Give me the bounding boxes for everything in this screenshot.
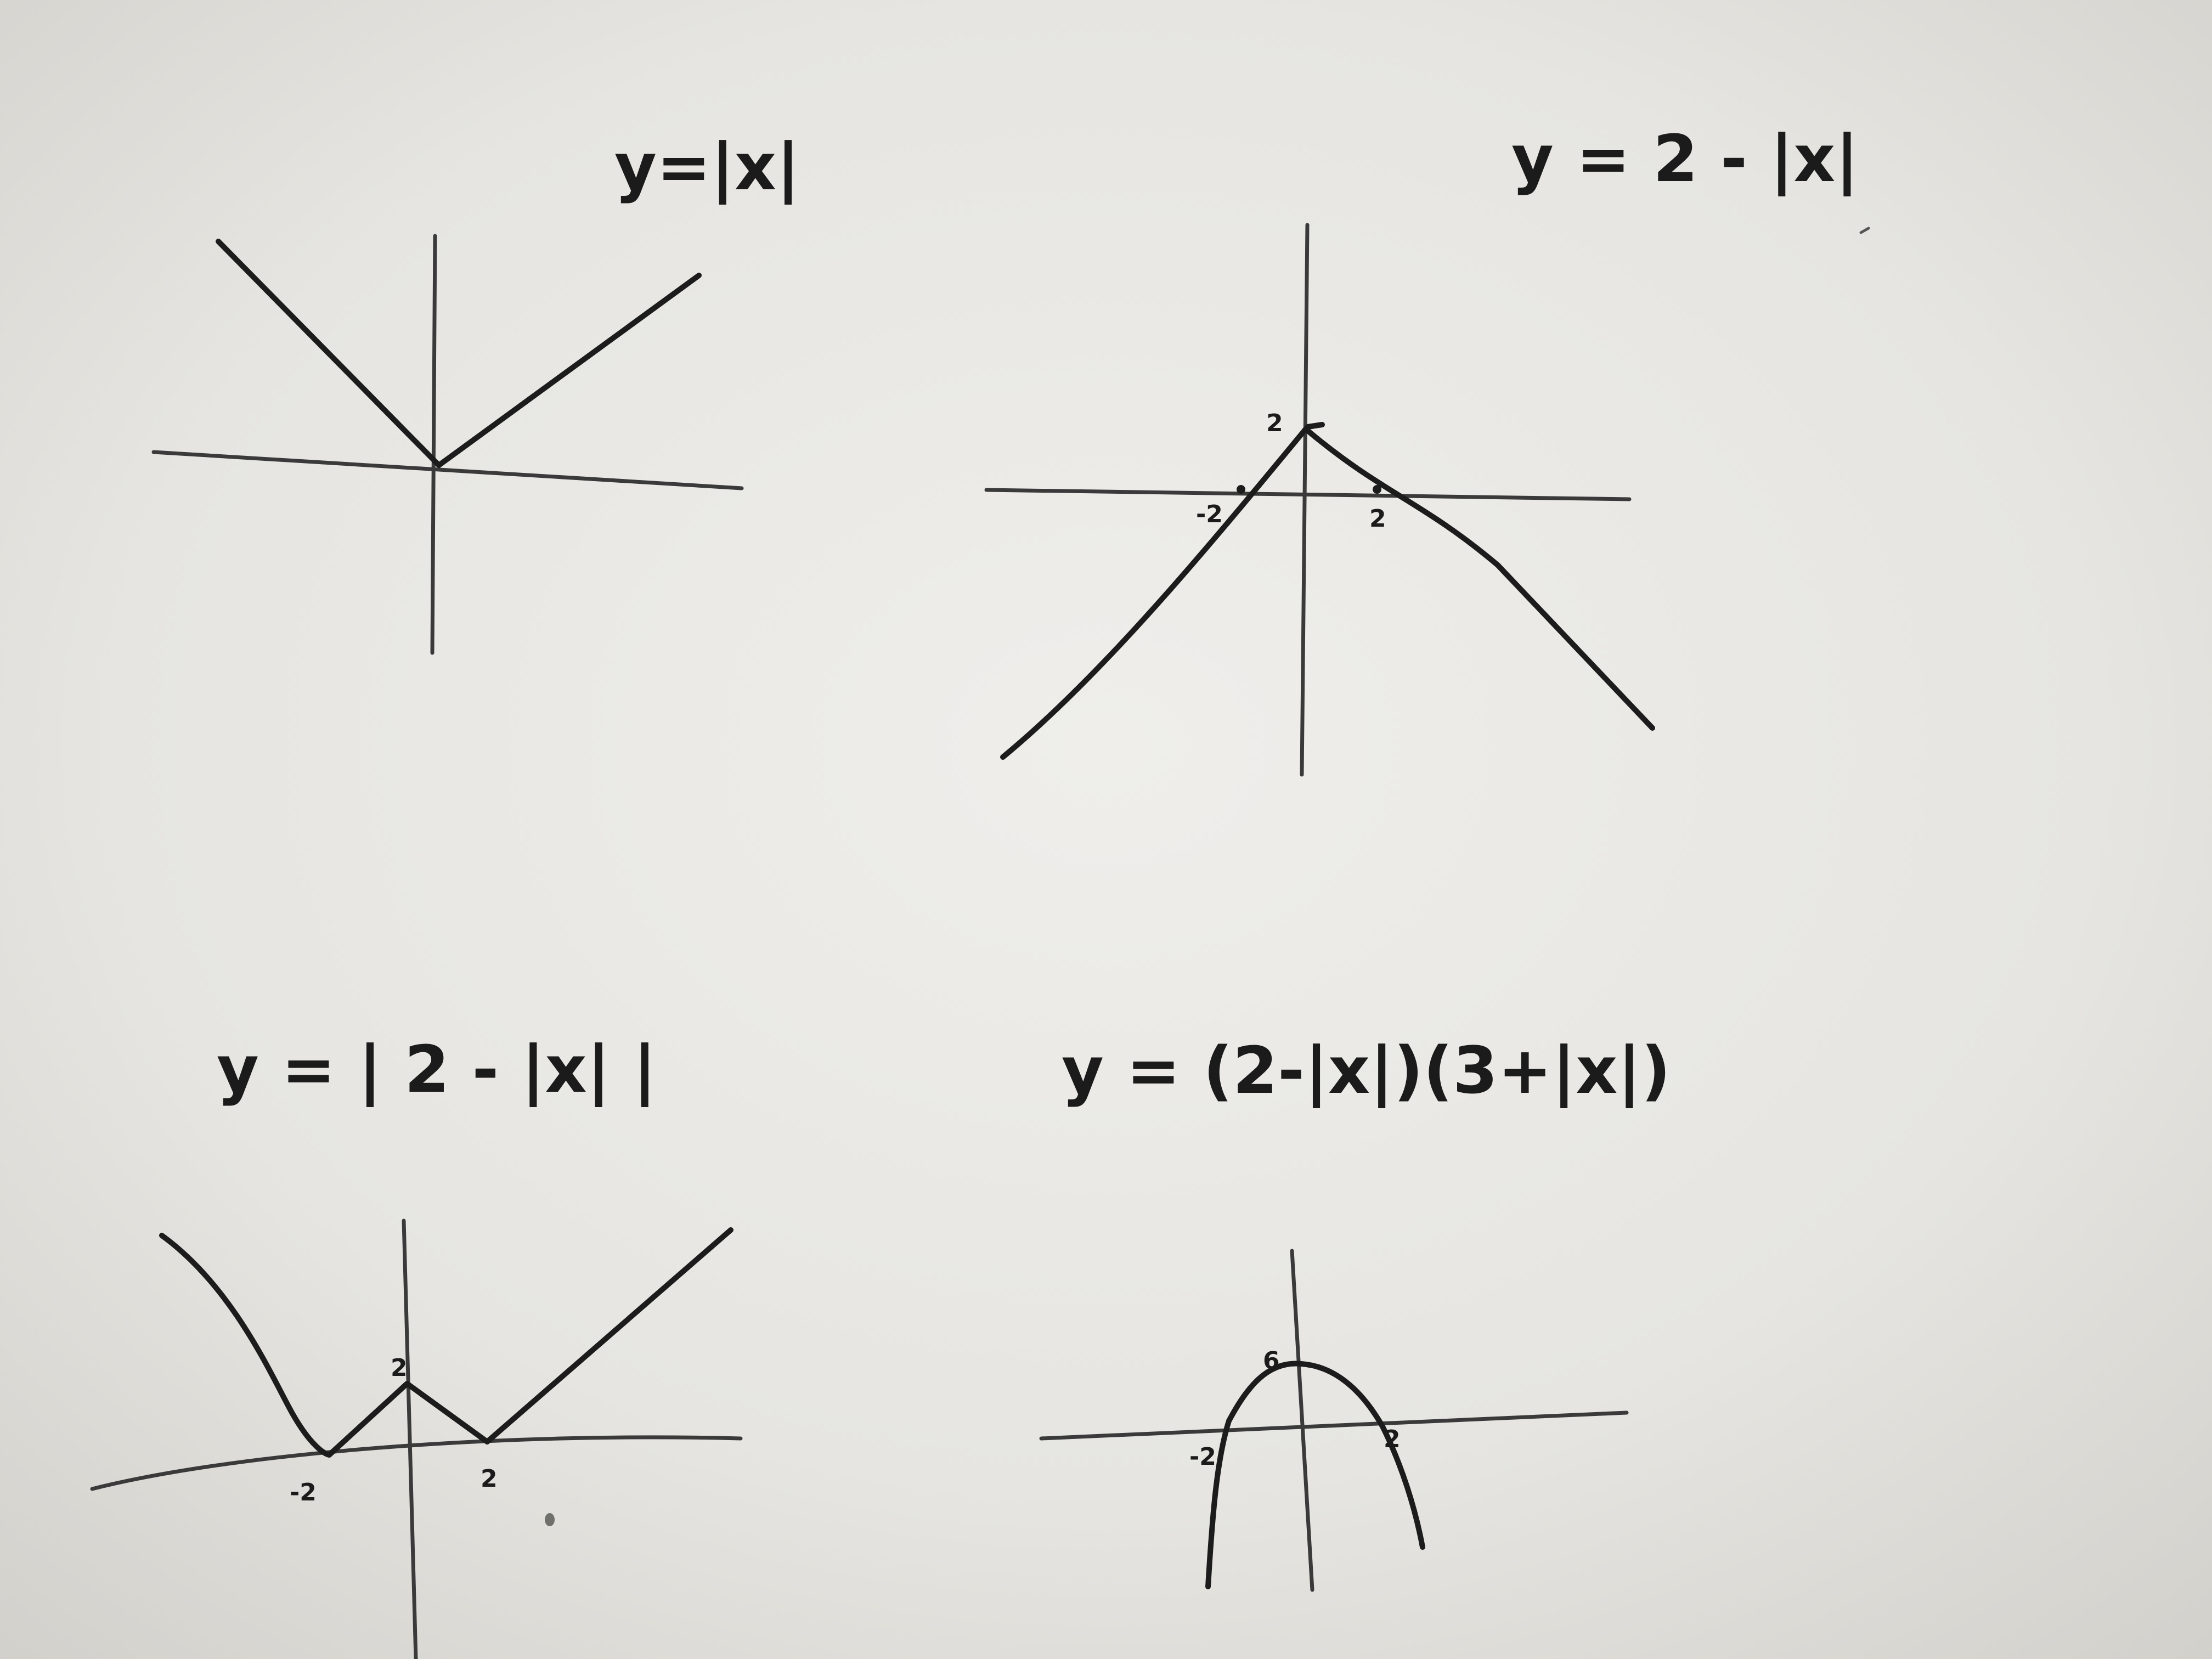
y-axis-1 bbox=[430, 234, 437, 655]
graph-2-minus-abs-x: y = 2 - |x| 2 -2 2 bbox=[984, 121, 1859, 777]
label-root-pos-3: 2 bbox=[481, 1465, 498, 1493]
label-root-pos-2: 2 bbox=[1369, 505, 1386, 533]
label-y-intercept-4: 6 bbox=[1263, 1347, 1280, 1375]
graph-abs-x: y=|x| bbox=[151, 129, 800, 655]
equation-1: y=|x| bbox=[614, 129, 800, 205]
label-peak-3: 2 bbox=[391, 1354, 408, 1382]
curve-2 bbox=[1000, 426, 1655, 760]
equation-4: y = (2-|x|)(3+|x|) bbox=[1062, 1032, 1671, 1108]
root-dot-neg-2 bbox=[1237, 485, 1245, 494]
y-axis-3 bbox=[402, 1218, 418, 1659]
x-axis-3 bbox=[90, 1435, 743, 1491]
label-y-intercept-2: 2 bbox=[1266, 409, 1283, 437]
board-smudge-mark bbox=[1859, 227, 1870, 234]
label-root-neg-3: -2 bbox=[290, 1479, 317, 1506]
x-axis-2 bbox=[984, 488, 1632, 501]
graph-product: y = (2-|x|)(3+|x|) 6 -2 2 bbox=[1039, 1032, 1671, 1592]
curve-1 bbox=[216, 239, 702, 468]
equation-3: y = | 2 - |x| | bbox=[217, 1031, 657, 1107]
label-root-pos-4: 2 bbox=[1384, 1425, 1401, 1453]
root-dot-pos-2 bbox=[1373, 485, 1381, 494]
graph-abs-2-minus-abs-x: y = | 2 - |x| | 2 -2 2 bbox=[90, 1031, 743, 1659]
equation-2: y = 2 - |x| bbox=[1511, 121, 1859, 196]
label-root-neg-4: -2 bbox=[1189, 1443, 1216, 1471]
curve-4 bbox=[1205, 1361, 1425, 1589]
curve-3 bbox=[159, 1227, 733, 1458]
y-axis-4 bbox=[1290, 1249, 1314, 1592]
vertex-tick-2 bbox=[1305, 422, 1325, 430]
x-axis-4 bbox=[1039, 1410, 1629, 1441]
y-axis-2 bbox=[1300, 223, 1310, 777]
x-axis-1 bbox=[151, 450, 744, 490]
label-root-neg-2: -2 bbox=[1196, 500, 1223, 528]
board-smudge-dot bbox=[545, 1513, 555, 1526]
